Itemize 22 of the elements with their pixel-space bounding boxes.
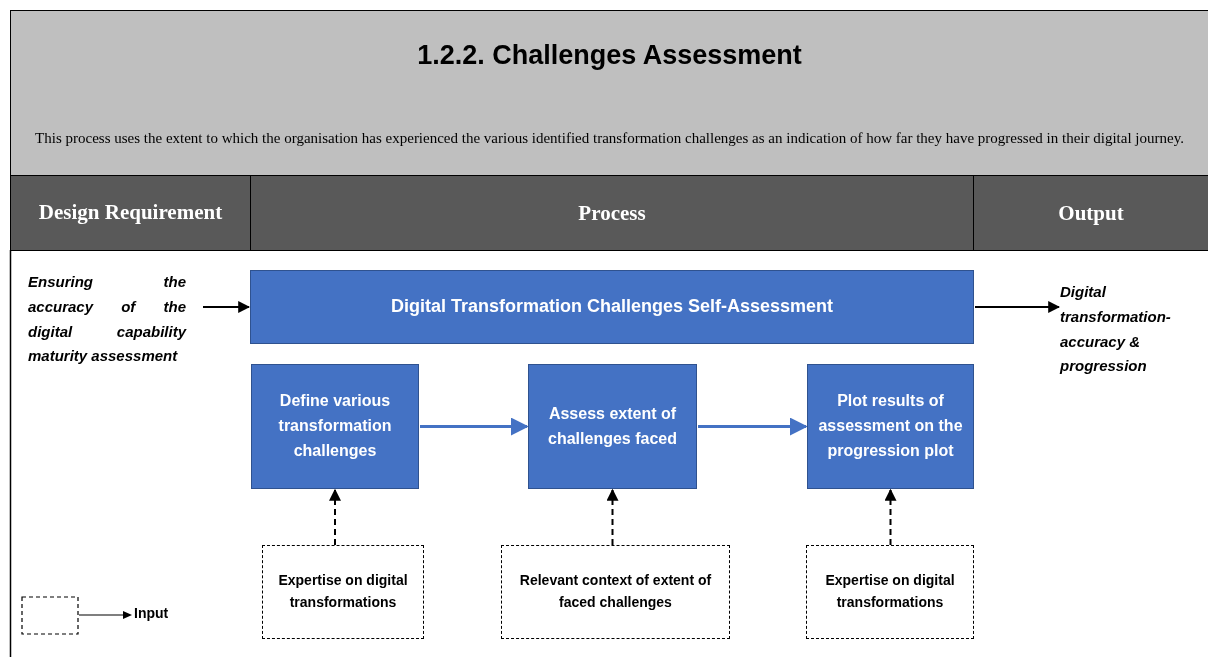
- arrow: [698, 417, 808, 436]
- arrow: [884, 488, 897, 546]
- arrow: [420, 417, 529, 436]
- input-box: Expertise on digital transformations: [262, 545, 424, 639]
- process-box: Plot results of assessment on the progression plot: [807, 364, 974, 489]
- input-box: Relevant context of extent of faced challenges: [501, 545, 730, 639]
- arrow: [606, 488, 619, 546]
- arrow: [202, 301, 251, 313]
- requirement-text: Ensuring the accuracy of the digital capability maturity assessment: [28, 270, 186, 392]
- column-header: Process: [250, 175, 974, 251]
- process-box: Define various transformation challenges: [251, 364, 419, 489]
- title-band: 1.2.2. Challenges Assessment: [10, 10, 1208, 101]
- process-box: Digital Transformation Challenges Self-Assessment: [250, 270, 974, 344]
- process-box: Assess extent of challenges faced: [528, 364, 697, 489]
- arrow: [974, 301, 1061, 313]
- output-text: Digital transformation-accuracy & progression: [1060, 280, 1185, 380]
- column-header: Design Requirement: [10, 175, 251, 251]
- legend-label: Input: [134, 605, 169, 621]
- column-header: Output: [973, 175, 1208, 251]
- input-box: Expertise on digital transformations: [806, 545, 974, 639]
- arrow: [329, 488, 341, 546]
- description-band: This process uses the extent to which the organisation has experienced the various identified transformation challenges as an indication of how far they have progressed in their digital journey.: [10, 100, 1208, 176]
